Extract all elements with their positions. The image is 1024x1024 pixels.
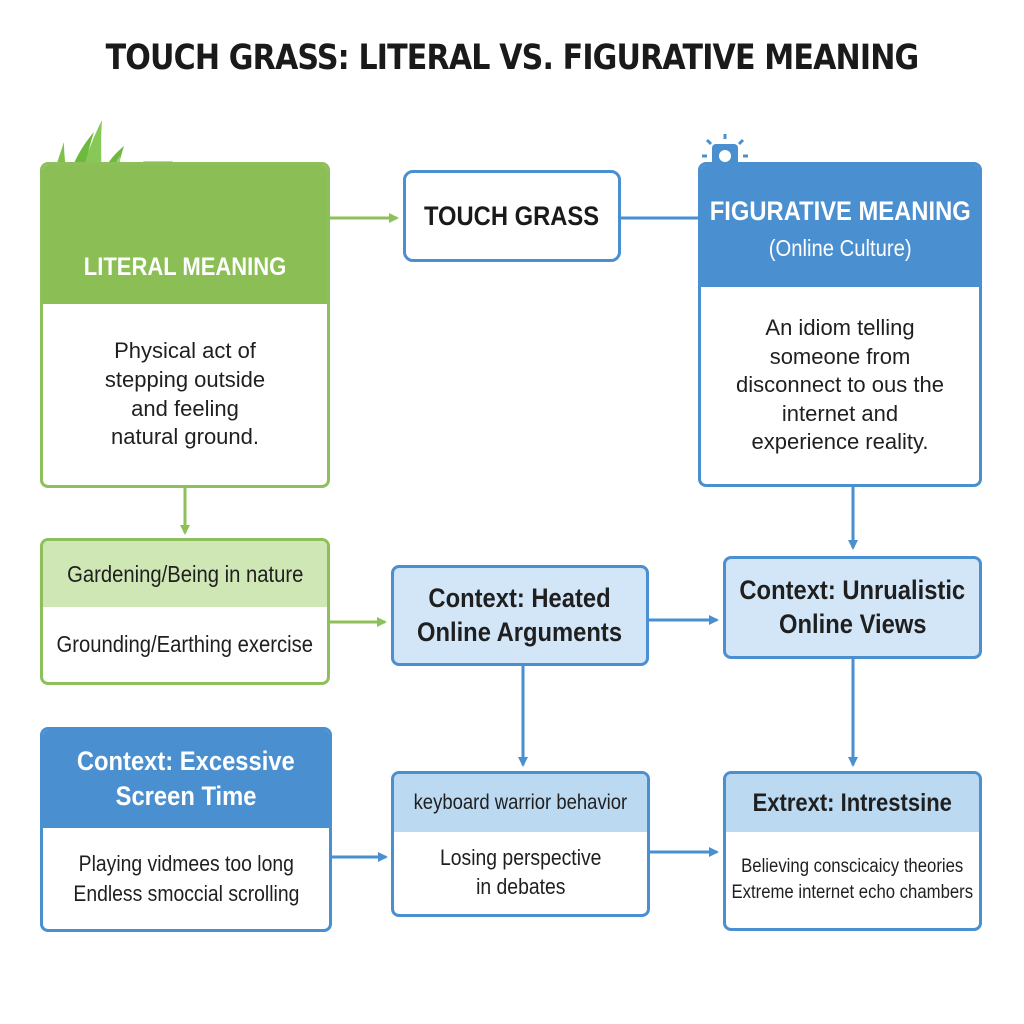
keyboard-warrior-header: keyboard warrior behavior [394,774,647,832]
keyboard-warrior-heading: keyboard warrior behavior [413,791,628,814]
activities-header: Gardening/Being in nature [43,541,327,607]
activities-line-2: Grounding/Earthing exercise [56,630,314,657]
figurative-line: experience reality. [751,429,929,455]
screen-time-header: Context: Excessive Screen Time [43,730,329,828]
screen-time-heading-2: Screen Time [115,781,257,811]
screen-time-body: Playing vidmees too long Endless smoccia… [43,828,329,929]
literal-meaning-box: LITERAL MEANING Physical act of stepping… [40,162,330,488]
diagram-title: TOUCH GRASS: LITERAL VS. FIGURATIVE MEAN… [105,38,920,78]
activities-line-1: Gardening/Being in nature [66,560,304,587]
literal-meaning-description: Physical act of stepping outside and fee… [43,304,327,485]
activities-box: Gardening/Being in nature Grounding/Eart… [40,538,330,685]
heated-arguments-box: Context: Heated Online Arguments [391,565,649,666]
figurative-line: disconnect to ous the [736,372,944,398]
literal-line: stepping outside [104,366,266,392]
unrealistic-line-1: Context: Unrualistic [739,574,966,605]
keyboard-line-1: Losing perspective [439,845,602,871]
extreme-box: Extrext: Intrestsine Believing conscicai… [723,771,982,931]
extreme-header: Extrext: Intrestsine [726,774,979,832]
screen-time-box: Context: Excessive Screen Time Playing v… [40,727,332,932]
figurative-meaning-heading: FIGURATIVE MEANING [709,196,971,226]
extreme-body: Believing conscicaicy theories Extreme i… [726,832,979,928]
keyboard-warrior-body: Losing perspective in debates [394,832,647,914]
figurative-meaning-header: FIGURATIVE MEANING (Online Culture) [701,165,979,287]
unrealistic-views-box: Context: Unrualistic Online Views [723,556,982,659]
literal-meaning-header: LITERAL MEANING [43,165,327,304]
literal-line: Physical act of [114,338,256,364]
touch-grass-box: TOUCH GRASS [403,170,621,262]
figurative-meaning-subheading: (Online Culture) [768,235,912,261]
literal-line: natural ground. [111,424,259,450]
screen-time-heading-1: Context: Excessive [77,745,295,776]
figurative-line: An idiom telling [765,315,915,341]
literal-meaning-heading: LITERAL MEANING [83,253,287,281]
keyboard-line-2: in debates [475,874,566,899]
activities-body: Grounding/Earthing exercise [43,607,327,682]
figurative-meaning-box: FIGURATIVE MEANING (Online Culture) An i… [698,162,982,487]
figurative-meaning-description: An idiom telling someone from disconnect… [701,287,979,484]
heated-line-1: Context: Heated [428,582,612,613]
figurative-line: internet and [781,400,899,426]
heated-line-2: Online Arguments [417,616,623,647]
touch-grass-label: TOUCH GRASS [424,200,600,231]
screen-time-line-1: Playing vidmees too long [78,850,294,876]
unrealistic-line-2: Online Views [778,608,927,639]
literal-line: and feeling [131,395,239,421]
extreme-line-1: Believing conscicaicy theories [741,856,964,878]
figurative-line: someone from [769,343,911,369]
keyboard-warrior-box: keyboard warrior behavior Losing perspec… [391,771,650,917]
screen-time-line-2: Endless smoccial scrolling [73,880,299,906]
extreme-line-2: Extreme internet echo chambers [731,882,974,903]
extreme-heading: Extrext: Intrestsine [752,788,953,817]
